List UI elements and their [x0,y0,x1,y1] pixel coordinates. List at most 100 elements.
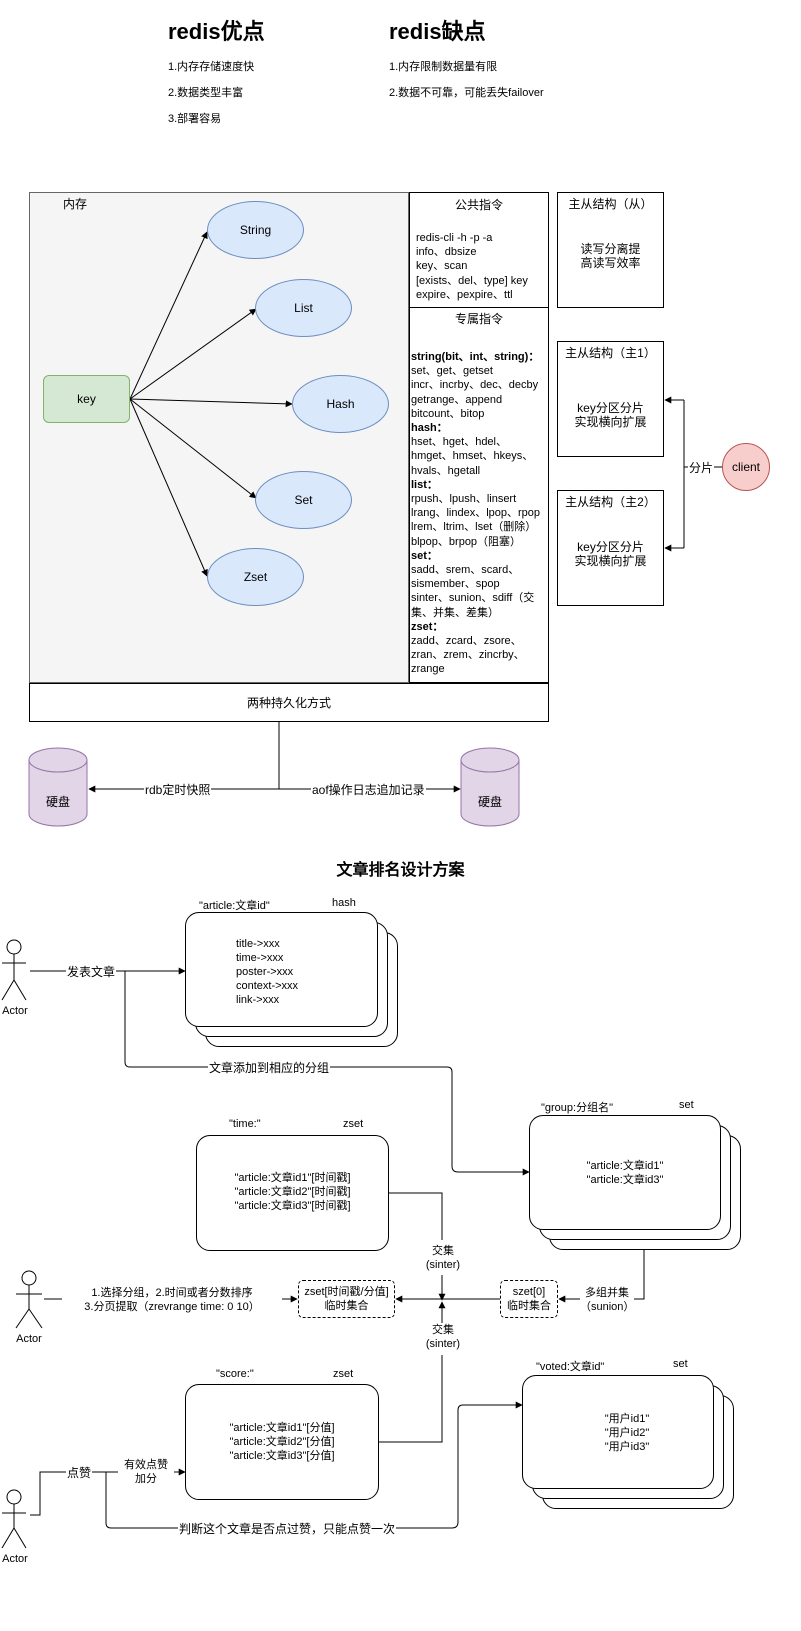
master1-box: 主从结构（主1） key分区分片 实现横向扩展 [557,341,664,457]
article-field: poster->xxx [236,966,294,978]
public-command-line: redis-cli -h -p -a [416,232,493,244]
zset-temp-label: 临时集合 [324,1300,369,1312]
cmd-line: hmget、hmset、hkeys、 [411,450,534,463]
score-item: "article:文章id3"[分值] [229,1450,335,1462]
voted-type-label: set [673,1358,688,1370]
cmd-line: set、get、getset [411,365,493,378]
actor-figure-2 [15,1270,43,1329]
cmd-line: lrang、lindex、lpop、rpop [411,507,541,520]
time-item: "article:文章id1"[时间戳] [234,1172,351,1184]
time-zset-box: "article:文章id1"[时间戳] "article:文章id2"[时间戳… [196,1135,389,1251]
score-zset-box: "article:文章id1"[分值] "article:文章id2"[分值] … [185,1384,379,1500]
zset-temp-box: zset[时间戳/分值] 临时集合 [298,1280,395,1318]
score-item: "article:文章id1"[分值] [229,1422,335,1434]
group-item: "article:文章id1" [586,1160,664,1172]
szet-temp-label: szet[0] [512,1286,546,1298]
disk-left-shape [28,747,88,827]
cmd-line: blpop、brpop（阻塞） [411,535,522,548]
time-key-label: "time:" [229,1118,261,1130]
aof-label: aof操作日志追加记录 [311,781,426,798]
private-commands-box: 专属指令 string(bit、int、string)： set、get、get… [409,307,549,683]
master2-box: 主从结构（主2） key分区分片 实现横向扩展 [557,490,664,606]
disk-left-label: 硬盘 [45,795,70,809]
disk-right-shape [460,747,520,827]
type-hash-node: Hash [292,375,389,433]
cmd-line: hvals、hgetall [411,464,481,477]
slave-title: 主从结构（从） [568,197,653,211]
type-string-node: String [207,201,304,259]
type-list-node: List [255,279,352,337]
cmd-line: 集、并集、差集） [411,606,499,619]
time-item: "article:文章id2"[时间戳] [234,1186,351,1198]
actor-label: Actor [2,1553,28,1565]
zset-temp-label: zset[时间戳/分值] [304,1286,389,1298]
pros-title: redis优点 [168,19,265,44]
valid-like-label: 加分 [135,1473,157,1485]
cmd-line: sinter、sunion、sdiff（交 [411,592,535,605]
memory-area [29,192,409,683]
cmd-line: sismember、spop [411,578,500,591]
public-command-line: [exists、del、type] key [416,274,528,287]
query-label: 1.选择分组，2.时间或者分数排序 [91,1287,253,1299]
master1-body-line: key分区分片 [577,401,644,415]
group-item: "article:文章id3" [586,1174,664,1186]
cmd-group-head: zset： [411,620,444,633]
pros-item: 3.部署容易 [168,113,222,125]
score-key-label: "score:" [216,1368,254,1380]
pros-item: 1.内存存储速度快 [168,61,255,73]
public-commands-title: 公共指令 [454,198,503,212]
szet-temp-box: szet[0] 临时集合 [500,1280,558,1318]
cmd-line: lrem、ltrim、lset（删除） [411,521,537,534]
time-item: "article:文章id3"[时间戳] [234,1200,351,1212]
valid-like-label: 有效点赞 [124,1459,168,1471]
client-node: client [722,443,770,491]
public-command-line: expire、pexpire、ttl [416,288,513,301]
master1-body-line: 实现横向扩展 [574,415,647,429]
cmd-line: incr、incrby、dec、decby [411,379,539,392]
master2-title: 主从结构（主2） [565,495,656,509]
voted-set-box: "用户id1" "用户id2" "用户id3" [522,1375,714,1489]
cmd-line: getrange、append [411,393,503,406]
key-node: key [43,375,130,423]
cmd-group-head: list： [411,478,438,491]
article-field: context->xxx [236,980,299,992]
publish-label: 发表文章 [66,963,117,980]
cmd-line: hset、hget、hdel、 [411,436,507,449]
cmd-group-head: string(bit、int、string)： [411,351,540,363]
master1-title: 主从结构（主1） [565,346,656,360]
article-field: time->xxx [236,952,284,964]
article-field: link->xxx [236,994,280,1006]
voted-item: "用户id1" [604,1413,650,1425]
type-set-node: Set [255,471,352,529]
master2-body-line: 实现横向扩展 [574,554,647,568]
cmd-group-head: hash： [411,422,448,435]
voted-key-label: "voted:文章id" [536,1361,605,1373]
inter1-label: 交集 [432,1245,454,1257]
private-commands-title: 专属指令 [454,312,503,326]
group-key-label: "group:分组名" [541,1102,613,1114]
slave-body-line: 读写分离提 [580,242,641,256]
cmd-line: rpush、lpush、linsert [411,493,517,506]
cons-item: 1.内存限制数据量有限 [389,61,498,73]
memory-label: 内存 [63,197,88,211]
check-label: 判断这个文章是否点过赞，只能点赞一次 [178,1520,397,1537]
voted-item: "用户id2" [604,1427,650,1439]
union-label: 多组并集 [585,1287,629,1299]
pros-item: 2.数据类型丰富 [168,87,244,99]
ranking-title: 文章排名设计方案 [336,862,465,879]
cmd-line: zran、zrem、zincrby、 [411,649,525,662]
inter2-label: 交集 [432,1324,454,1336]
score-type-label: zset [333,1368,354,1380]
cmd-line: zrange [411,663,445,676]
time-type-label: zset [343,1118,364,1130]
actor-figure-3 [1,1489,27,1549]
type-zset-node: Zset [207,548,304,606]
cmd-group-head: set： [411,549,438,562]
cmd-line: sadd、srem、scard、 [411,564,520,577]
public-command-line: key、scan [416,260,468,273]
inter1-label: (sinter) [425,1259,461,1271]
szet-temp-label: 临时集合 [507,1300,551,1312]
rdb-label: rdb定时快照 [144,781,212,798]
public-commands-box: 公共指令 redis-cli -h -p -a info、dbsize key、… [409,192,549,308]
group-type-label: set [679,1099,694,1111]
